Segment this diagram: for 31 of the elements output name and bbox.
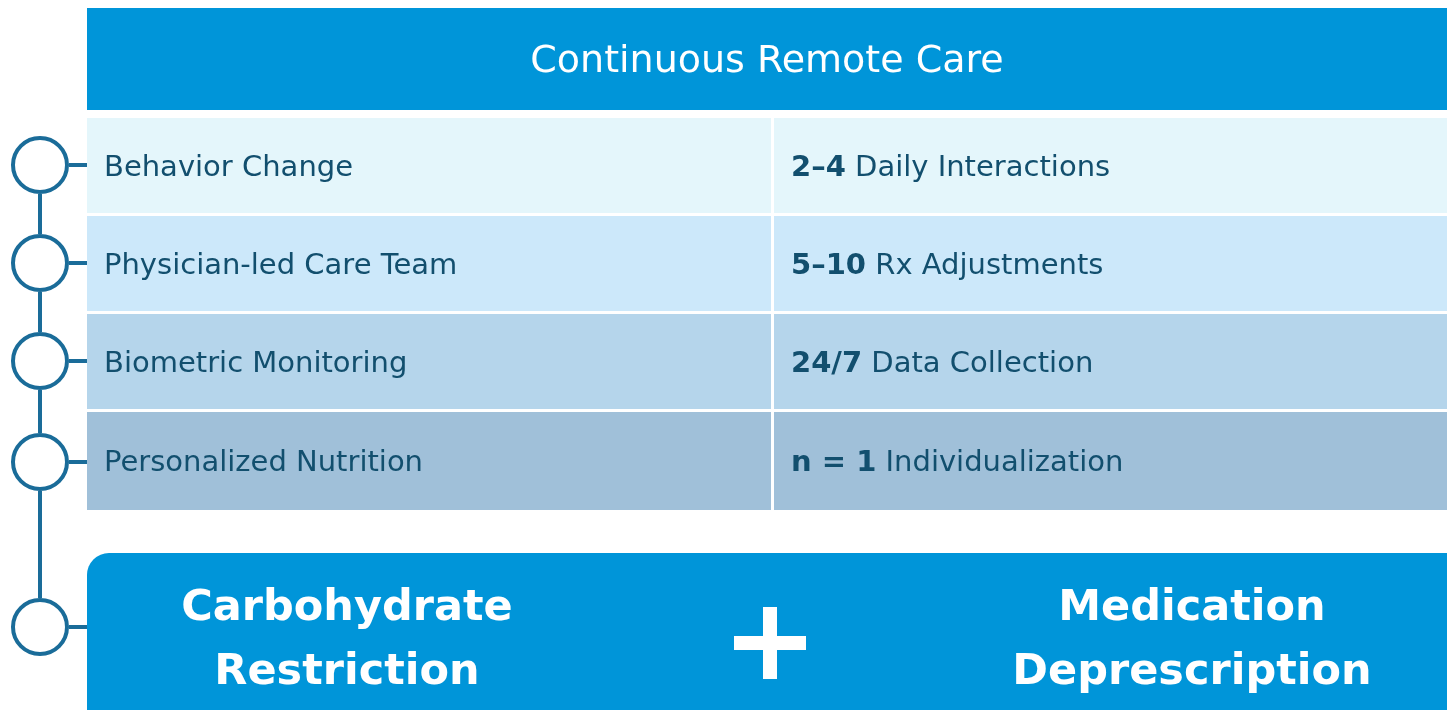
timeline-circle (11, 433, 69, 491)
timeline-circle (11, 332, 69, 390)
row-value: 2–4 Daily Interactions (791, 148, 1111, 183)
formula-band (87, 553, 1447, 710)
row-value: 24/7 Data Collection (791, 344, 1094, 379)
row-label: Biometric Monitoring (104, 344, 408, 379)
row-value: 5–10 Rx Adjustments (791, 246, 1104, 281)
table-row (87, 216, 1447, 311)
header-title: Continuous Remote Care (530, 37, 1004, 81)
connector-line (38, 390, 42, 433)
connector-line (69, 460, 87, 464)
connector-line (38, 491, 42, 598)
row-label: Personalized Nutrition (104, 444, 423, 478)
table-row (87, 314, 1447, 409)
band-text: Medication Deprescription (1011, 579, 1373, 696)
row-value: n = 1 Individualization (791, 444, 1124, 478)
connector-line (69, 163, 87, 167)
connector-line (38, 292, 42, 332)
row-label: Behavior Change (104, 148, 354, 183)
row-label: Physician-led Care Team (104, 246, 458, 281)
table-row (87, 412, 1447, 510)
header-band (87, 8, 1447, 110)
connector-line (69, 261, 87, 265)
connector-line (69, 625, 87, 629)
connector-line (69, 359, 87, 363)
timeline-circle (11, 136, 69, 194)
timeline-circle (11, 234, 69, 292)
timeline-circle (11, 598, 69, 656)
band-text: Carbohydrate Restriction (180, 579, 514, 696)
table-row (87, 118, 1447, 213)
connector-line (38, 194, 42, 234)
